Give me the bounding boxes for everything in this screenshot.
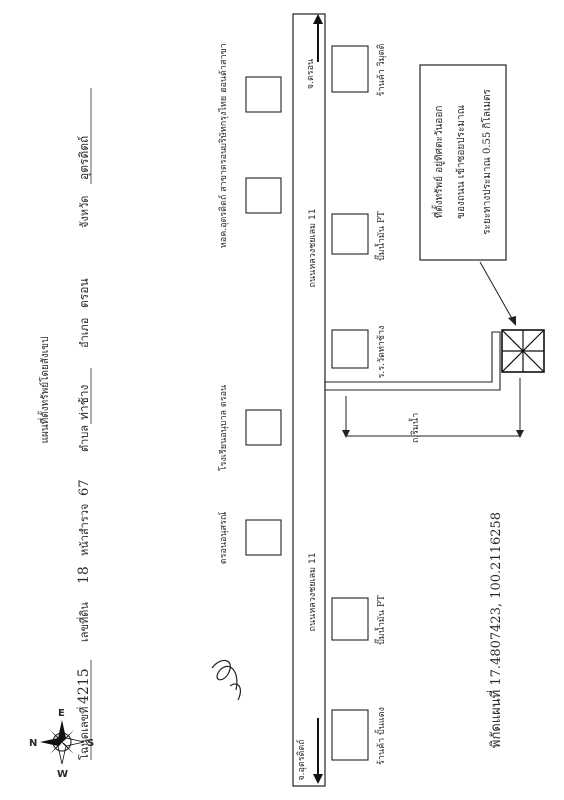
- landmark-box: [245, 409, 282, 446]
- landmark-box: [245, 76, 282, 113]
- road-name-upper: ถนนหลวงชยเลม 11: [308, 209, 318, 288]
- property-callout: ที่ตั้งทรัพย์ อยู่ทิศตะวันออก ของถนน เข้…: [419, 64, 516, 326]
- compass-s: S: [87, 738, 94, 749]
- signature: [211, 659, 242, 701]
- landmark-box: [331, 213, 369, 255]
- callout-line-3: ระยะทางประมาณ 0.55 กิโลเมตร: [480, 89, 493, 235]
- landmark-box: [331, 709, 369, 761]
- road-direction-bottom: จ.อุตรดิตถ์: [295, 739, 307, 780]
- coordinates: พิกัดแผนที่ 17.4807423, 100.2116258: [487, 512, 504, 748]
- deed-number: 4215: [76, 668, 92, 704]
- survey-page-label: หน้าสำรวจ: [78, 504, 91, 556]
- subdistrict: ท่าช้าง: [77, 385, 91, 420]
- district: ตรอน: [77, 278, 91, 308]
- road-direction-top: จ.ตรอน: [306, 59, 316, 89]
- compass-e: E: [58, 708, 65, 719]
- land-no-label: เลขที่ดิน: [76, 602, 91, 642]
- landmark-box: [245, 519, 282, 556]
- landmark-box: [331, 597, 369, 641]
- landmark-label: บริษัทกรุงไทย ฮอนด้าสาขา: [218, 43, 229, 148]
- property-marker: [501, 329, 545, 373]
- landmark-label: ร.ร.วัดท่าช้าง: [376, 326, 387, 379]
- landmark-label: ร้านค้า วิมุตติ: [376, 44, 387, 97]
- callout-line-2: ของถนน เข้าซอยประมาณ: [455, 105, 467, 219]
- land-no: 18: [76, 566, 92, 584]
- main-road: ถนนหลวงชยเลม 11 ถนนหลวงชยเลม 11 จ.ตรอน จ…: [292, 13, 326, 787]
- province: อุตรดิตถ์: [77, 136, 92, 180]
- road-name-lower: ถนนหลวงชยเลม 11: [308, 553, 318, 632]
- compass-w: W: [57, 769, 68, 780]
- landmarks-left: บริษัทกรุงไทย ฮอนด้าสาขา หอค.อุตรดิตถ์ ส…: [217, 43, 282, 564]
- landmark-label: ร้านค้า ปั้นแดง: [374, 707, 387, 765]
- distance-label: ถ.ริมน้ำ: [408, 413, 421, 443]
- landmark-label: หอค.อุตรดิตถ์ สาขาตรอน: [217, 148, 229, 248]
- landmark-box: [331, 329, 369, 369]
- landmark-label: ตรอนอนุสรณ์: [217, 512, 229, 564]
- landmark-label: โรงเรียนอนุบาล ตรอน: [218, 385, 229, 471]
- map-title: แผนที่ตั้งทรัพย์โดยสังเขป: [37, 337, 51, 444]
- access-road: ถ.ริมน้ำ: [324, 331, 524, 443]
- landmark-box: [331, 45, 369, 93]
- province-label: จังหวัด: [78, 196, 91, 228]
- landmark-box: [245, 177, 282, 214]
- landmark-label: ปั๊มน้ำมัน PT: [374, 211, 387, 261]
- landmarks-right: ร้านค้า วิมุตติ ปั๊มน้ำมัน PT ร.ร.วัดท่า…: [331, 44, 387, 765]
- compass-icon: N E S W: [29, 708, 94, 780]
- subdistrict-label: ตำบล: [78, 425, 91, 452]
- deed-label: โฉนดเลขที่: [76, 707, 91, 760]
- survey-page: 67: [77, 479, 92, 496]
- landmark-label: ปั๊มน้ำมัน PT: [374, 595, 387, 645]
- callout-line-1: ที่ตั้งทรัพย์ อยู่ทิศตะวันออก: [431, 106, 445, 219]
- header: แผนที่ตั้งทรัพย์โดยสังเขป โฉนดเลขที่ 421…: [37, 88, 92, 760]
- district-label: อำเภอ: [78, 318, 91, 348]
- compass-n: N: [29, 738, 37, 749]
